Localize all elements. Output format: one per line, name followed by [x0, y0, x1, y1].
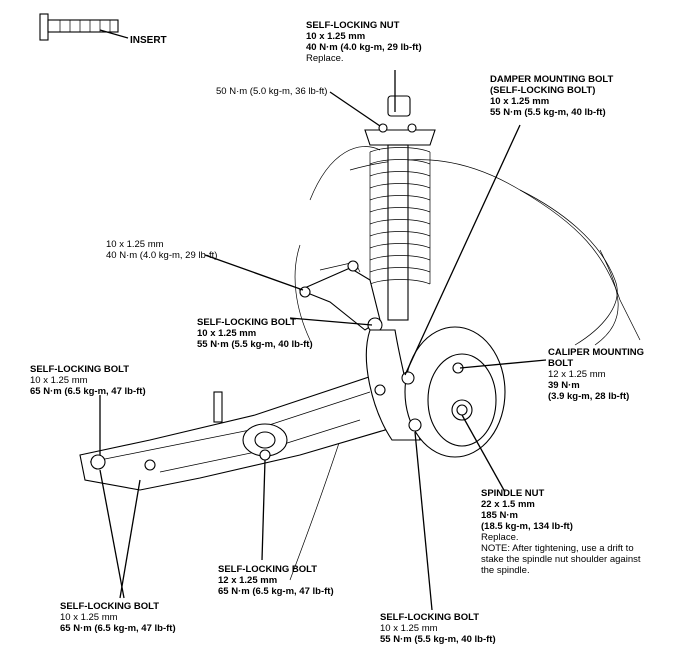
callout-line: Replace.	[481, 532, 519, 543]
callout-line: 185 N·m	[481, 510, 518, 521]
bottom-right-bolt-callout: SELF-LOCKING BOLT 10 x 1.25 mm 55 N·m (5…	[380, 612, 496, 645]
callout-title: CALIPER MOUNTING	[548, 347, 645, 358]
spindle-nut-callout: SPINDLE NUT 22 x 1.5 mm 185 N·m (18.5 kg…	[481, 488, 641, 576]
callout-line: (18.5 kg-m, 134 lb-ft)	[481, 521, 573, 532]
callout-title: DAMPER MOUNTING BOLT	[490, 74, 614, 85]
callout-title-2: BOLT	[548, 358, 574, 369]
left-bolt-callout: SELF-LOCKING BOLT 10 x 1.25 mm 65 N·m (6…	[30, 364, 146, 397]
callout-line: 10 x 1.25 mm	[380, 623, 438, 634]
callout-line: 55 N·m (5.5 kg-m, 40 lb-ft)	[490, 107, 606, 118]
callout-line: 40 N·m (4.0 kg-m, 29 lb-ft)	[306, 42, 422, 53]
callout-title: SELF-LOCKING BOLT	[30, 364, 130, 375]
callout-title-2: (SELF-LOCKING BOLT)	[490, 85, 596, 96]
callout-line: 55 N·m (5.5 kg-m, 40 lb-ft)	[380, 634, 496, 645]
callout-line: 22 x 1.5 mm	[481, 499, 535, 510]
callout-title: SELF-LOCKING BOLT	[197, 317, 297, 328]
leader-lines	[99, 70, 547, 611]
callout-title: SELF-LOCKING BOLT	[60, 601, 160, 612]
callout-line: 65 N·m (6.5 kg-m, 47 lb-ft)	[218, 586, 334, 597]
callout-note: the spindle.	[481, 565, 530, 576]
upper-control-arm	[298, 260, 383, 333]
bottom-left-bolt-callout: SELF-LOCKING BOLT 10 x 1.25 mm 65 N·m (6…	[60, 601, 176, 634]
knuckle-hub	[365, 326, 506, 458]
mid-bolt-callout: SELF-LOCKING BOLT 10 x 1.25 mm 55 N·m (5…	[197, 317, 313, 350]
damper-bolt-callout: DAMPER MOUNTING BOLT (SELF-LOCKING BOLT)…	[490, 74, 613, 118]
upper-arm-callout: 10 x 1.25 mm 40 N·m (4.0 kg-m, 29 lb-ft)	[106, 239, 217, 261]
top-nut-callout: SELF-LOCKING NUT 10 x 1.25 mm 40 N·m (4.…	[306, 20, 422, 64]
callout-line: 10 x 1.25 mm	[106, 239, 164, 250]
center-bolt-callout: SELF-LOCKING BOLT 12 x 1.25 mm 65 N·m (6…	[218, 564, 334, 597]
callout-line: 10 x 1.25 mm	[306, 31, 366, 42]
coil-spring-damper	[364, 95, 436, 321]
callout-title: SELF-LOCKING BOLT	[380, 612, 480, 623]
caliper-bolt-callout: CALIPER MOUNTING BOLT 12 x 1.25 mm 39 N·…	[548, 347, 644, 402]
callout-line: 10 x 1.25 mm	[30, 375, 88, 386]
callout-line: 65 N·m (6.5 kg-m, 47 lb-ft)	[30, 386, 146, 397]
callout-note: stake the spindle nut shoulder against	[481, 554, 641, 565]
callout-title: SELF-LOCKING BOLT	[218, 564, 318, 575]
nm50-callout: 50 N·m (5.0 kg-m, 36 lb-ft)	[216, 86, 327, 97]
callout-line: 50 N·m (5.0 kg-m, 36 lb-ft)	[216, 86, 328, 97]
callout-line: 39 N·m	[548, 380, 580, 391]
callout-title: SPINDLE NUT	[481, 488, 545, 499]
callout-line: 12 x 1.25 mm	[548, 369, 606, 380]
callout-line: 40 N·m (4.0 kg-m, 29 lb-ft)	[106, 250, 218, 261]
insert-label: INSERT	[130, 35, 167, 46]
callout-line: 10 x 1.25 mm	[60, 612, 118, 623]
callout-line: 65 N·m (6.5 kg-m, 47 lb-ft)	[60, 623, 176, 634]
callout-title: SELF-LOCKING NUT	[306, 20, 400, 31]
callout-line: 10 x 1.25 mm	[490, 96, 550, 107]
callout-line: 12 x 1.25 mm	[218, 575, 278, 586]
callout-line: 10 x 1.25 mm	[197, 328, 257, 339]
callout-line: (3.9 kg-m, 28 lb-ft)	[548, 391, 630, 402]
insert-bolt-icon	[39, 13, 129, 41]
trailing-arm	[79, 374, 406, 491]
callout-line: 55 N·m (5.5 kg-m, 40 lb-ft)	[197, 339, 313, 350]
callout-line: Replace.	[306, 53, 344, 64]
callout-note: NOTE: After tightening, use a drift to	[481, 543, 634, 554]
